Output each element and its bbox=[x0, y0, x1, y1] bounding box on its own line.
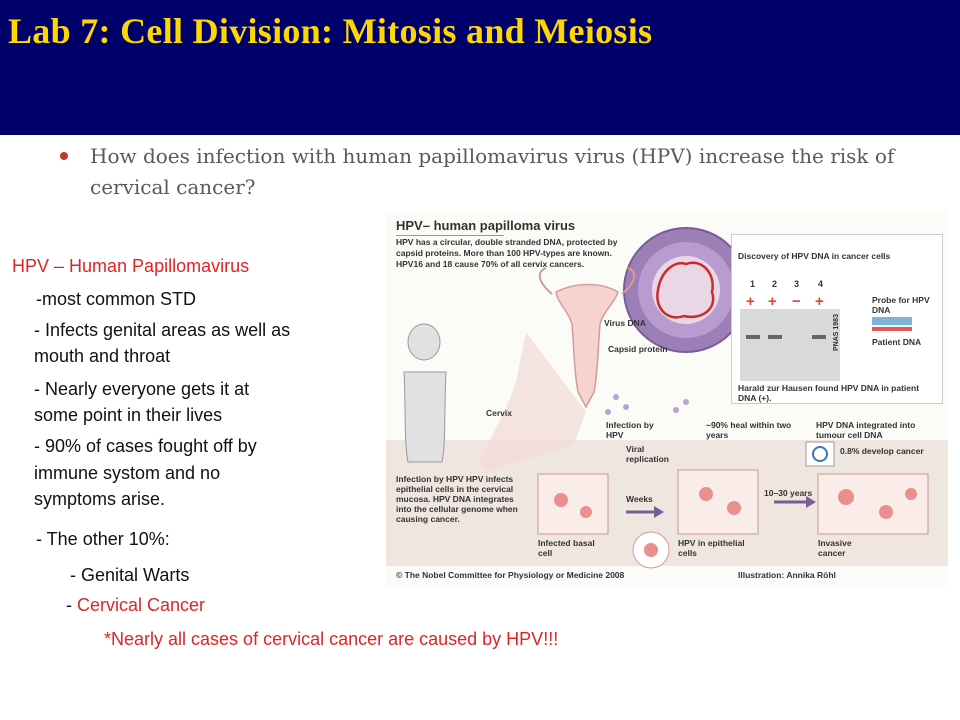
lane-sign: + bbox=[768, 293, 777, 310]
copyright-text: © The Nobel Committee for Physiology or … bbox=[396, 570, 625, 580]
infographic-artwork bbox=[386, 227, 948, 569]
infection-description: Infection by HPV HPV infects epithelial … bbox=[396, 474, 518, 524]
note-line: some point in their lives bbox=[34, 405, 223, 425]
note-line: - 90% of cases fought off by bbox=[34, 436, 257, 456]
note-line: - Genital Warts bbox=[70, 565, 190, 585]
hpv-heading: HPV – Human Papillomavirus bbox=[12, 256, 250, 276]
discovery-caption: Harald zur Hausen found HPV DNA in patie… bbox=[738, 383, 920, 403]
years-label: 10–30 years bbox=[764, 488, 813, 498]
bullet-dot bbox=[60, 152, 68, 160]
probe-label: Probe for HPV DNA bbox=[872, 295, 930, 315]
page-title: Lab 7: Cell Division: Mitosis and Meiosi… bbox=[8, 11, 653, 51]
note-line: - Nearly everyone gets it at bbox=[34, 379, 250, 399]
note-line: - The other 10%: bbox=[36, 529, 170, 549]
infection-by-hpv-label: Infection by HPV bbox=[606, 420, 654, 440]
lane-number: 4 bbox=[818, 279, 824, 289]
pnas-label: PNAS 1983 bbox=[833, 314, 840, 351]
figure-intro: HPV has a circular, double stranded DNA,… bbox=[396, 237, 618, 269]
capsid-protein-label: Capsid protein bbox=[608, 344, 668, 354]
note-line: symptoms arise. bbox=[34, 489, 166, 509]
virus-dna-label: Virus DNA bbox=[604, 318, 646, 328]
title-bar: Lab 7: Cell Division: Mitosis and Meiosi… bbox=[0, 0, 960, 135]
weeks-label: Weeks bbox=[626, 494, 653, 504]
invasive-cancer-label: Invasive cancer bbox=[818, 538, 852, 558]
hpv-epithelial-label: HPV in epithelial cells bbox=[678, 538, 745, 558]
cervical-cancer-label: Cervical Cancer bbox=[77, 595, 206, 615]
hpv-infographic: HPV– human papilloma virus HPV has a cir… bbox=[386, 212, 948, 586]
discovery-inset: Discovery of HPV DNA in cancer cells 1 2… bbox=[731, 234, 943, 404]
gel-artwork bbox=[740, 309, 912, 381]
discovery-title: Discovery of HPV DNA in cancer cells bbox=[738, 251, 891, 261]
viral-replication-label: Viral replication bbox=[626, 444, 669, 464]
integrated-label: HPV DNA integrated into tumour cell DNA bbox=[816, 420, 916, 440]
lane-number: 2 bbox=[772, 279, 778, 289]
cervix-label: Cervix bbox=[486, 408, 512, 418]
figure-heading: HPV– human papilloma virus bbox=[396, 218, 575, 236]
note-line: mouth and throat bbox=[34, 346, 171, 366]
note-line-cervical: - Cervical Cancer bbox=[66, 595, 206, 615]
infected-basal-label: Infected basal cell bbox=[538, 538, 595, 558]
patient-dna-label: Patient DNA bbox=[872, 337, 922, 347]
note-line: -most common STD bbox=[36, 289, 197, 309]
heal-label: ~90% heal within two years bbox=[706, 420, 792, 440]
lane-sign: − bbox=[792, 293, 801, 310]
note-line: immune systom and no bbox=[34, 463, 221, 483]
note-line: - Infects genital areas as well as bbox=[34, 320, 291, 340]
lane-number: 3 bbox=[794, 279, 800, 289]
develop-cancer-label: 0.8% develop cancer bbox=[840, 446, 924, 456]
footer-note: *Nearly all cases of cervical cancer are… bbox=[104, 629, 559, 649]
lane-sign: + bbox=[746, 293, 755, 310]
question-text: How does infection with human papillomav… bbox=[90, 144, 895, 199]
lane-sign: + bbox=[815, 293, 824, 310]
illustration-credit: Illustration: Annika Röhl bbox=[738, 570, 836, 580]
lane-number: 1 bbox=[750, 279, 756, 289]
